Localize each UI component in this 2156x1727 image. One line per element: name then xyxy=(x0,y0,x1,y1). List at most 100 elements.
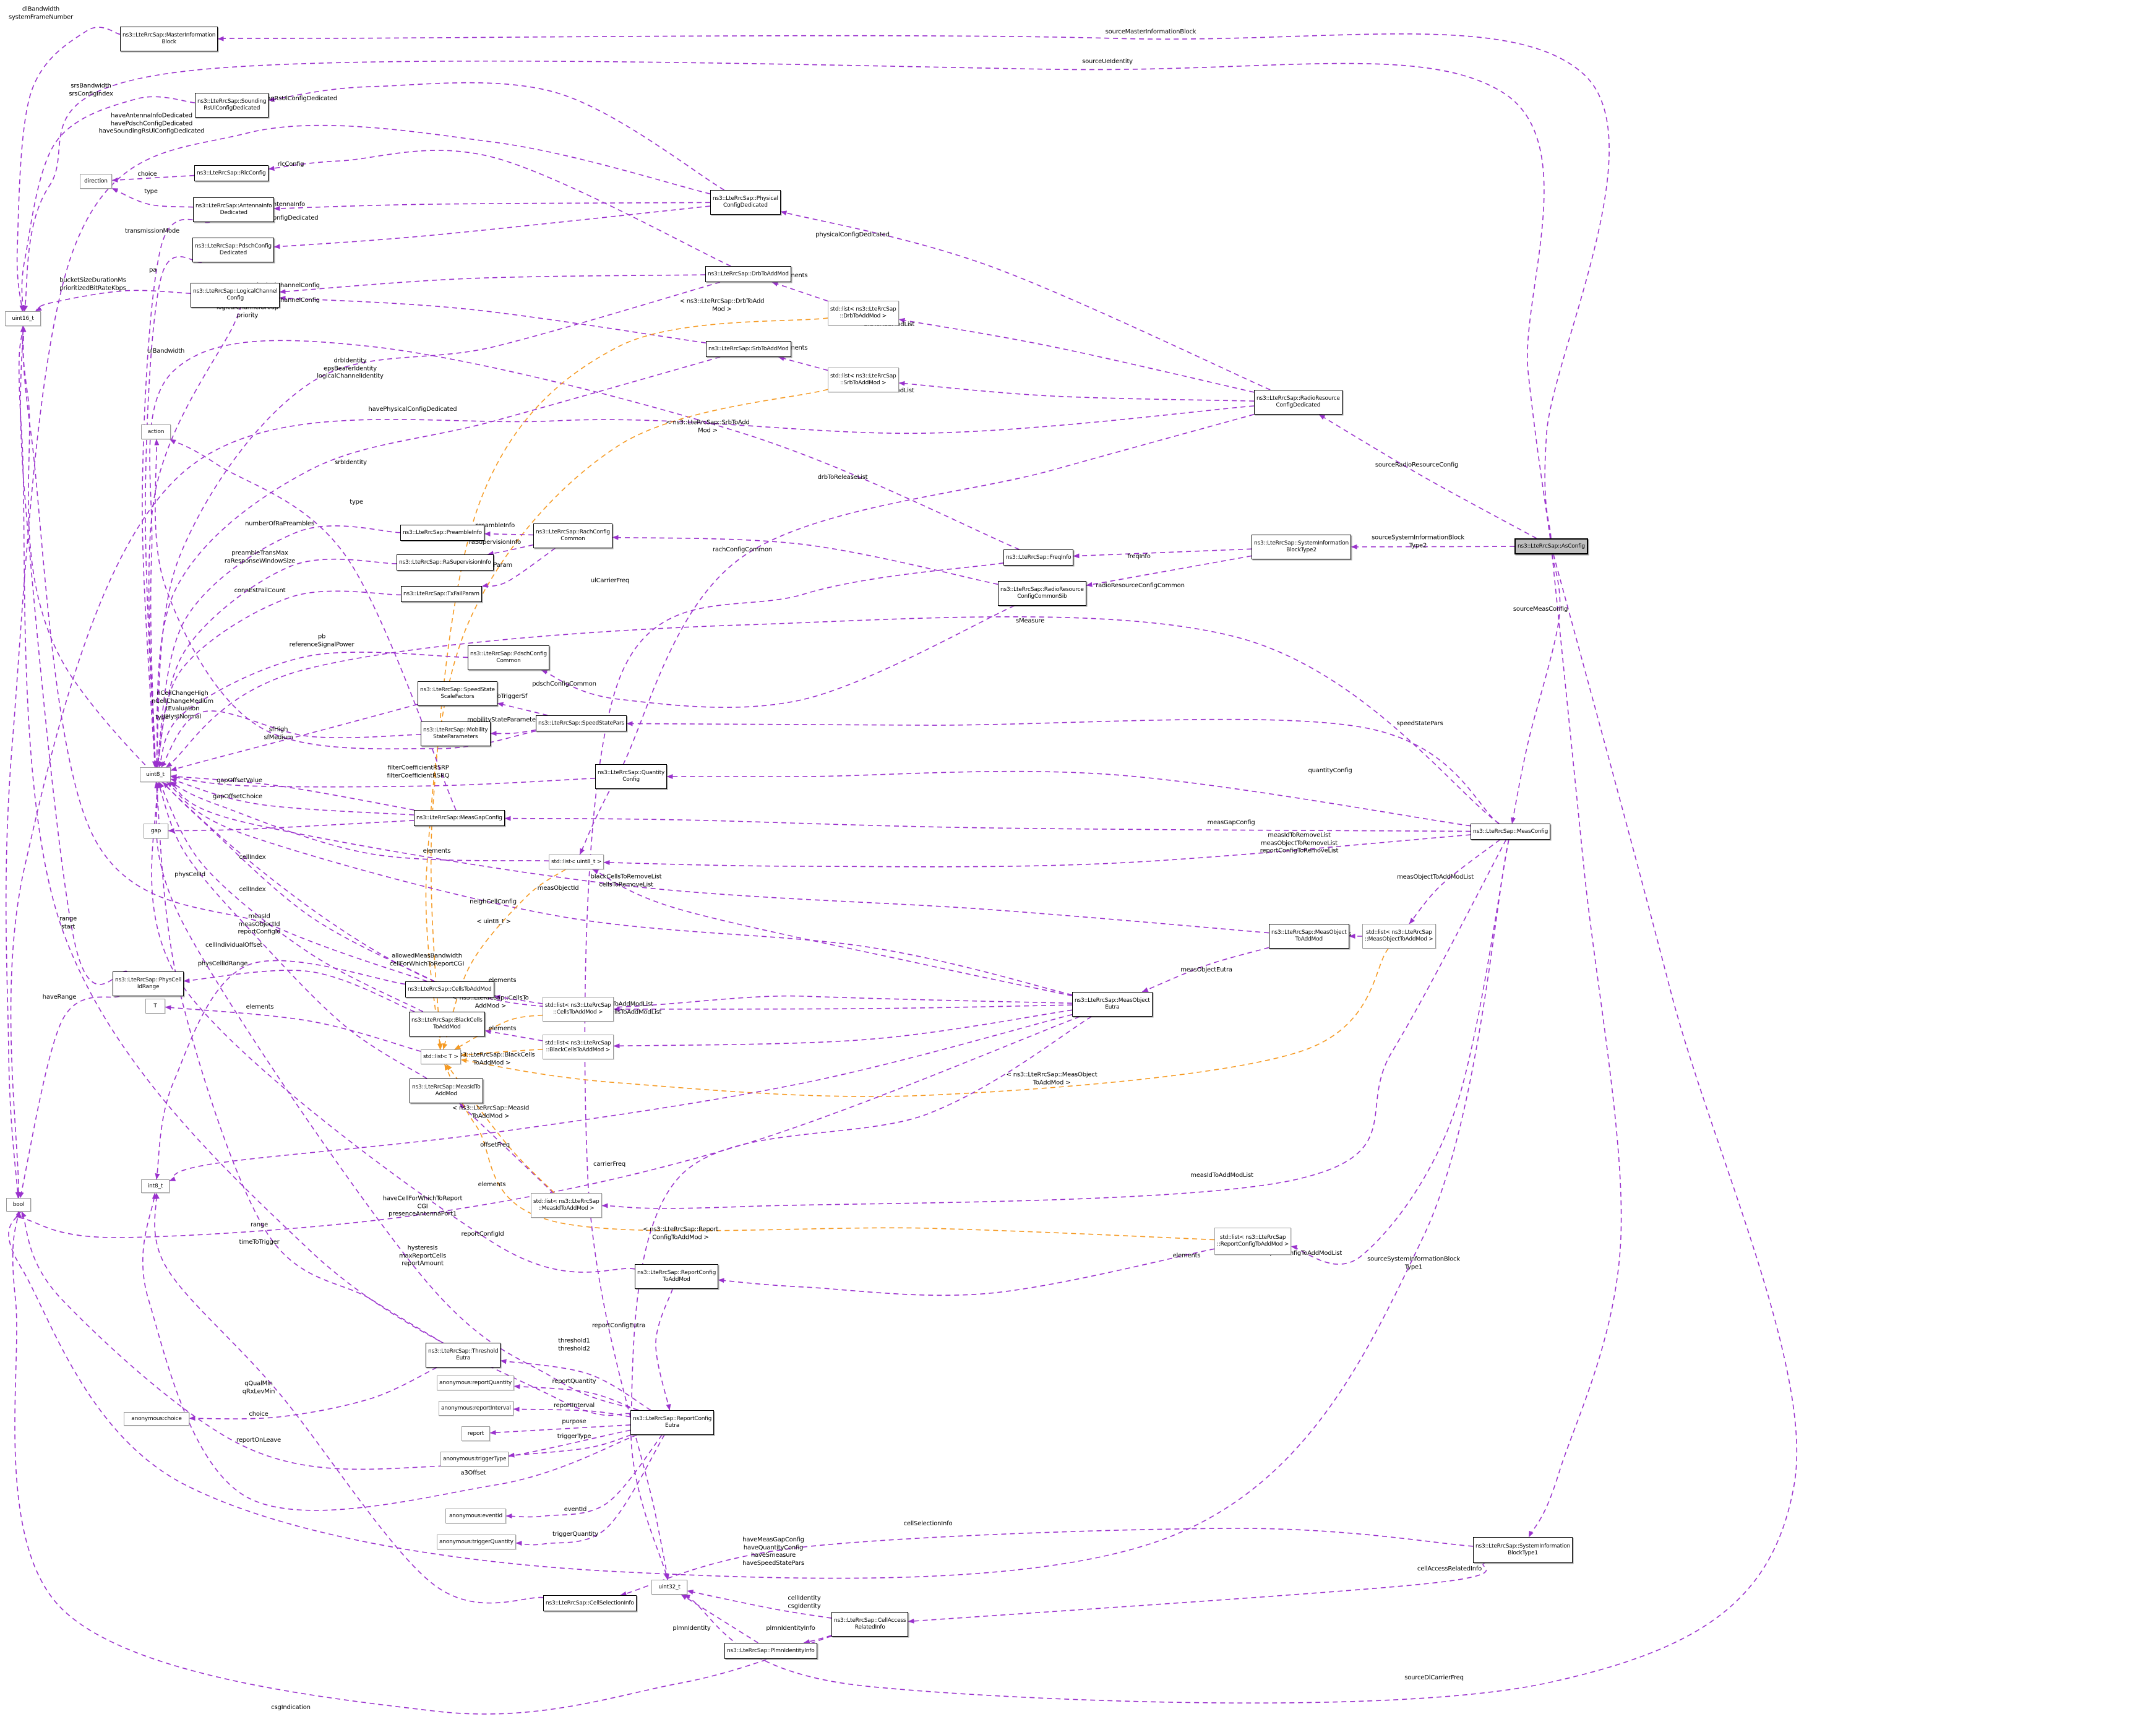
node-msp[interactable]: ns3::LteRrcSap::Mobility StateParameters xyxy=(421,721,491,746)
node-mc[interactable]: ns3::LteRrcSap::MeasConfig xyxy=(1471,824,1551,840)
edge-label-mc-mgc: measGapConfig xyxy=(1207,819,1255,826)
edge-mc-lu8 xyxy=(603,834,1471,868)
edge-pii-u32 xyxy=(681,1594,758,1643)
edge-label-mgc-u8: gapOffsetValue xyxy=(217,777,262,784)
edge-label-phy-pcd: pdschConfigDedicated xyxy=(251,214,319,222)
node-motam[interactable]: ns3::LteRrcSap::MeasObject ToAddMod xyxy=(1269,924,1349,949)
node-sib1[interactable]: ns3::LteRrcSap::SystemInformation BlockT… xyxy=(1473,1537,1573,1563)
edge-lsrb-srb xyxy=(778,356,828,371)
node-the[interactable]: ns3::LteRrcSap::Threshold Eutra xyxy=(426,1343,501,1367)
node-pre[interactable]: ns3::LteRrcSap::PreambleInfo xyxy=(400,525,484,541)
edge-label-mc-lu8: measIdToRemoveList measObjectToRemoveLis… xyxy=(1260,832,1339,855)
edge-label-lbcta-bcta: elements xyxy=(488,1025,517,1032)
edge-sib2-freq xyxy=(1073,548,1252,559)
node-pii[interactable]: ns3::LteRrcSap::PlmnIdentityInfo xyxy=(724,1643,817,1659)
node-srs[interactable]: ns3::LteRrcSap::Sounding RsUlConfigDedic… xyxy=(195,93,269,118)
node-rrcs[interactable]: ns3::LteRrcSap::RadioResource ConfigComm… xyxy=(998,581,1086,606)
node-pcir[interactable]: ns3::LteRrcSap::PhysCell IdRange xyxy=(113,971,184,996)
edge-label-rce-tq: triggerQuantity xyxy=(552,1530,598,1538)
edge-label-mc-lrcta: reportConfigToAddModList xyxy=(1263,1249,1342,1257)
edge-rce-ri xyxy=(513,1406,631,1418)
edge-label-asc-rrcd: sourceRadioResourceConfig xyxy=(1375,461,1459,468)
node-sib2[interactable]: ns3::LteRrcSap::SystemInformation BlockT… xyxy=(1252,535,1352,559)
node-pcc[interactable]: ns3::LteRrcSap::PdschConfig Common xyxy=(468,645,549,670)
node-pcd[interactable]: ns3::LteRrcSap::PdschConfig Dedicated xyxy=(192,238,274,262)
edge-moe-bln xyxy=(15,1016,1080,1238)
edge-label-rce-rep: purpose xyxy=(562,1418,586,1425)
node-ri: anonymous:reportInterval xyxy=(439,1401,513,1416)
edge-phy-pcd xyxy=(273,205,711,249)
edge-label-drb-rlc: rlcConfig xyxy=(277,160,304,168)
edge-label-ssp-act: type xyxy=(155,713,169,721)
node-rach[interactable]: ns3::LteRrcSap::RachConfig Common xyxy=(533,523,612,548)
node-lcc[interactable]: ns3::LteRrcSap::LogicalChannel Config xyxy=(191,283,280,308)
node-rce[interactable]: ns3::LteRrcSap::ReportConfig Eutra xyxy=(630,1410,715,1435)
edge-label-freq-u32: ulCarrierFreq xyxy=(590,577,630,584)
edge-label-lrcta-rcta: elements xyxy=(1172,1252,1201,1259)
edge-label-csi-i8: qQualMin qRxLevMin xyxy=(242,1380,275,1395)
node-mib[interactable]: ns3::LteRrcSap::MasterInformation Block xyxy=(120,27,218,51)
node-ssp[interactable]: ns3::LteRrcSap::SpeedStatePars xyxy=(536,715,627,731)
node-aid[interactable]: ns3::LteRrcSap::AntennaInfo Dedicated xyxy=(193,197,275,222)
node-rcta[interactable]: ns3::LteRrcSap::ReportConfig ToAddMod xyxy=(635,1264,719,1289)
node-mita[interactable]: ns3::LteRrcSap::MeasIdTo AddMod xyxy=(410,1079,483,1103)
node-cta[interactable]: ns3::LteRrcSap::CellsToAddMod xyxy=(405,981,494,997)
edge-rrcd-phy xyxy=(780,210,1271,390)
edge-label-pcd-u8: pa xyxy=(148,266,157,273)
edge-rcta-u8 xyxy=(151,782,635,1273)
edge-aid-dir xyxy=(111,187,194,208)
edge-label-asc-mc: sourceMeasConfig xyxy=(1513,605,1568,613)
edge-freq-u32 xyxy=(584,562,1004,1580)
edge-label-moe-bln: haveCellForWhichToReport CGI presenceAnt… xyxy=(382,1195,463,1218)
node-srb[interactable]: ns3::LteRrcSap::SrbToAddMod xyxy=(706,341,791,357)
edge-label-lu8-u8: elements xyxy=(423,847,451,855)
node-freq[interactable]: ns3::LteRrcSap::FreqInfo xyxy=(1003,549,1074,566)
edge-label-bcta-pcir: physCellIdRange xyxy=(197,960,248,967)
node-csi[interactable]: ns3::LteRrcSap::CellSelectionInfo xyxy=(543,1595,637,1611)
edge-rce-the xyxy=(500,1359,651,1411)
node-qc[interactable]: ns3::LteRrcSap::Quantity Config xyxy=(595,764,668,789)
node-car[interactable]: ns3::LteRrcSap::CellAccess RelatedInfo xyxy=(831,1612,909,1637)
node-rlc[interactable]: ns3::LteRrcSap::RlcConfig xyxy=(194,165,268,181)
edge-mita-u8 xyxy=(157,782,427,1079)
edge-label-lcc-u16: bucketSizeDurationMs prioritizedBitRateK… xyxy=(59,277,126,292)
edge-cta-u8 xyxy=(162,782,435,982)
edge-label-lrcta-lt: < ns3::LteRrcSap::Report ConfigToAddMod … xyxy=(642,1226,719,1241)
edge-the-cho xyxy=(189,1367,437,1421)
edge-asc-u32 xyxy=(684,554,1798,1704)
edge-bcta-pcir xyxy=(183,970,415,1012)
edge-moe-i8 xyxy=(169,1014,1073,1182)
edge-bcta-u8 xyxy=(158,782,424,1012)
node-drb[interactable]: ns3::LteRrcSap::DrbToAddMod xyxy=(705,266,791,282)
node-ras[interactable]: ns3::LteRrcSap::RaSupervisionInfo xyxy=(397,554,494,571)
edge-label-motam-u8: measObjectId xyxy=(537,884,579,892)
edge-motam-u8 xyxy=(169,782,1269,934)
edge-ssp-msp xyxy=(490,729,536,736)
edge-label-sib2-rrcs: radioResourceConfigCommon xyxy=(1096,582,1185,589)
edge-label-rce-u16: timeToTrigger xyxy=(239,1238,280,1246)
edge-label-sib1-csi: cellSelectionInfo xyxy=(903,1520,953,1527)
edge-label-cta-i8: cellIndividualOffset xyxy=(205,941,263,949)
edge-label-lmotam-lt: < ns3::LteRrcSap::MeasObject ToAddMod > xyxy=(1006,1071,1097,1087)
node-lcta: std::list< ns3::LteRrcSap ::CellsToAddMo… xyxy=(543,997,614,1022)
node-txf[interactable]: ns3::LteRrcSap::TxFailParam xyxy=(401,586,482,602)
edge-label-rrcd-bln: havePhysicalConfigDedicated xyxy=(368,405,457,413)
node-phy[interactable]: ns3::LteRrcSap::Physical ConfigDedicated xyxy=(710,190,781,215)
edge-label-phy-srs: soundingRsUlConfigDedicated xyxy=(247,95,337,102)
node-moe[interactable]: ns3::LteRrcSap::MeasObject Eutra xyxy=(1072,992,1153,1017)
edge-mc-lmita xyxy=(601,839,1507,1209)
edge-label-rce-i8: a3Offset xyxy=(460,1469,486,1476)
edge-label-pii-u32: plmnIdentity xyxy=(672,1624,711,1632)
edge-rrcs-pcc xyxy=(541,605,1015,708)
edge-mgc-u8 xyxy=(170,778,414,816)
edge-label-lsrb-lt: < ns3::LteRrcSap::SrbToAdd Mod > xyxy=(666,419,750,434)
node-ssf[interactable]: ns3::LteRrcSap::SpeedState ScaleFactors xyxy=(418,681,497,706)
node-mgc[interactable]: ns3::LteRrcSap::MeasGapConfig xyxy=(414,810,505,826)
node-rrcd[interactable]: ns3::LteRrcSap::RadioResource ConfigDedi… xyxy=(1254,390,1342,415)
edge-label-mib-u16: dlBandwidth systemFrameNumber xyxy=(8,6,74,21)
edge-phy-aid xyxy=(273,202,711,211)
node-bcta[interactable]: ns3::LteRrcSap::BlackCells ToAddMod xyxy=(409,1012,485,1036)
edge-label-rrcs-pcc: pdschConfigCommon xyxy=(532,680,596,687)
node-asc-root[interactable]: ns3::LteRrcSap::AsConfig xyxy=(1514,538,1588,554)
edge-rce-tq xyxy=(515,1434,665,1546)
